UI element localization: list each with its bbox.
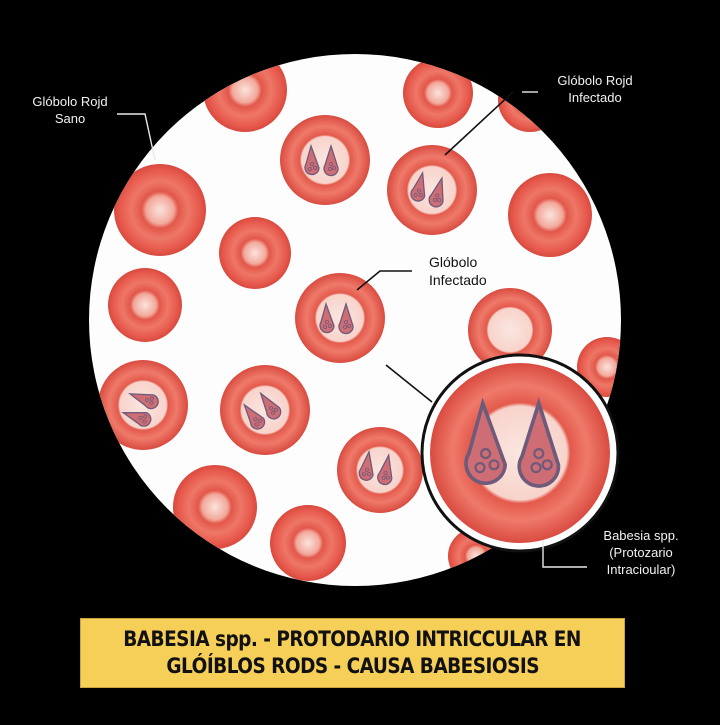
- leader-healthy: [117, 113, 156, 161]
- label-line: Infectado: [568, 90, 622, 105]
- label-infected-rbc-top: Glóbolo Rojd Infectado: [545, 72, 645, 106]
- banner-line-2: GLÓÍBLOS RODS - CAUSA BABESIOSIS: [166, 654, 539, 678]
- label-line: Intracioular): [606, 562, 676, 577]
- banner-line-1: BABESIA spp. - PROTODARIO INTRICCULAR EN: [123, 627, 582, 651]
- label-line: Glóbolo Rojd: [32, 94, 108, 109]
- leader-infected-center: [356, 270, 412, 291]
- infected-cell: [98, 115, 552, 513]
- label-infected-center: Glóbolo Infectado: [429, 253, 487, 289]
- label-healthy-rbc: Glóbolo Rojd Sano: [20, 93, 120, 127]
- leader-infected-top: [444, 91, 514, 156]
- label-babesia: Babesia spp. (Protozario Intracioular): [586, 527, 696, 578]
- title-banner: BABESIA spp. - PROTODARIO INTRICCULAR EN…: [80, 618, 625, 688]
- label-line: Sano: [54, 111, 86, 126]
- magnified-inset: [420, 353, 620, 553]
- leader-inset: [385, 364, 433, 403]
- label-line: Glóbolo Rojd: [557, 73, 633, 88]
- label-line: (Protozario: [609, 545, 673, 560]
- label-line: Glóbolo: [429, 254, 478, 270]
- label-line: Infectado: [429, 272, 487, 288]
- leader-babesia: [542, 540, 587, 568]
- label-line: Babesia spp.: [603, 528, 679, 543]
- leader-lines: [117, 91, 587, 568]
